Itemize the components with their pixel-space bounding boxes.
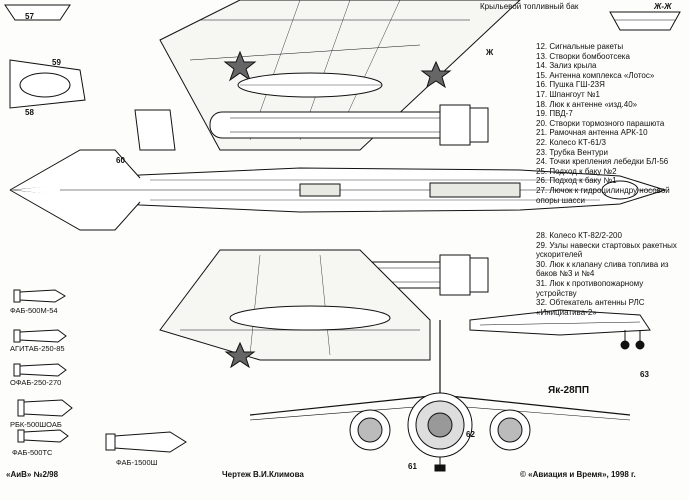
legend-item: 22. Колесо КТ-61/3 <box>536 137 606 147</box>
zh-mark: Ж <box>486 48 494 57</box>
callout-59: 59 <box>52 58 61 67</box>
legend-item: 16. Пушка ГШ-23Я <box>536 80 605 90</box>
legend-item: устройству <box>536 288 577 298</box>
callout-57: 57 <box>25 12 34 21</box>
lower-wing <box>159 249 431 369</box>
bombs-column <box>13 289 187 453</box>
front-view <box>249 320 631 472</box>
footer-author: Чертеж В.И.Климова <box>222 470 304 479</box>
left-details <box>4 4 176 151</box>
legend-item: опоры шасси <box>536 195 585 205</box>
legend-item: баков №3 и №4 <box>536 269 595 279</box>
legend-item: 13. Створки бомбоотсека <box>536 51 630 61</box>
legend-item: 32. Обтекатель антенны РЛС <box>536 298 645 308</box>
legend-item: 17. Шпангоут №1 <box>536 89 600 99</box>
legend-item: 28. Колесо КТ-82/2-200 <box>536 231 622 240</box>
legend-item: «Инициатива-2» <box>536 307 597 317</box>
callout-58: 58 <box>25 108 34 117</box>
legend-item: 19. ПВД-7 <box>536 109 573 119</box>
bomb-label-fab500m54: ФАБ-500М-54 <box>10 306 58 315</box>
legend-top: 12. Сигнальные ракеты 13. Створки бомбоо… <box>536 42 670 205</box>
section-zh-detail <box>609 11 681 31</box>
bomb-label-agitab: АГИТАБ-250-85 <box>10 344 65 353</box>
footer-copyright: © «Авиация и Время», 1998 г. <box>520 470 636 479</box>
bomb-label-fab1500: ФАБ-1500Ш <box>116 458 158 467</box>
bomb-label-ofab: ОФАБ-250-270 <box>10 378 62 387</box>
section-mark: Ж-Ж <box>654 2 672 11</box>
side-detail-view <box>469 309 651 350</box>
legend-item: 18. Люк к антенне «изд.40» <box>536 99 638 109</box>
legend-item: 12. Сигнальные ракеты <box>536 42 624 51</box>
callout-62: 62 <box>466 430 475 439</box>
bomb-label-fab500ts: ФАБ-500ТС <box>12 448 53 457</box>
upper-wing-tank <box>237 72 383 98</box>
legend-item: 20. Створки тормозного парашюта <box>536 118 665 128</box>
fuselage <box>9 149 667 231</box>
legend-item: 25. Подход к баку №2 <box>536 166 617 176</box>
legend-item: 24. Точки крепления лебедки БЛ-56 <box>536 157 669 167</box>
legend-item: ускорителей <box>536 250 583 260</box>
callout-61: 61 <box>408 462 417 471</box>
callout-60: 60 <box>116 156 125 165</box>
top-caption: Крыльевой топливный бак <box>480 2 579 11</box>
legend-item: 21. Рамочная антенна АРК-10 <box>536 128 648 138</box>
callout-63: 63 <box>640 370 649 379</box>
aircraft-name: Як-28ПП <box>548 385 590 396</box>
legend-item: 15. Антенна комплекса «Лотос» <box>536 70 655 80</box>
footer-issue: «АиВ» №2/98 <box>6 470 59 479</box>
bomb-label-rbk: РБК-500ШОАБ <box>10 420 62 429</box>
legend-bottom: 28. Колесо КТ-82/2-200 29. Узлы навески … <box>536 231 677 317</box>
legend-item: 29. Узлы навески стартовых ракетных <box>536 240 677 250</box>
legend-item: 23. Трубка Вентури <box>536 147 608 157</box>
upper-engine-nacelle <box>209 104 489 146</box>
legend-item: 31. Люк к противопожарному <box>536 278 644 288</box>
legend-item: 14. Зализ крыла <box>536 61 597 71</box>
legend-item: 30. Люк к клапану слива топлива из <box>536 259 669 269</box>
legend-item: 27. Лючок к гидроцилиндру носовой <box>536 185 670 195</box>
legend-item: 26. Подход к баку №1 <box>536 176 617 186</box>
